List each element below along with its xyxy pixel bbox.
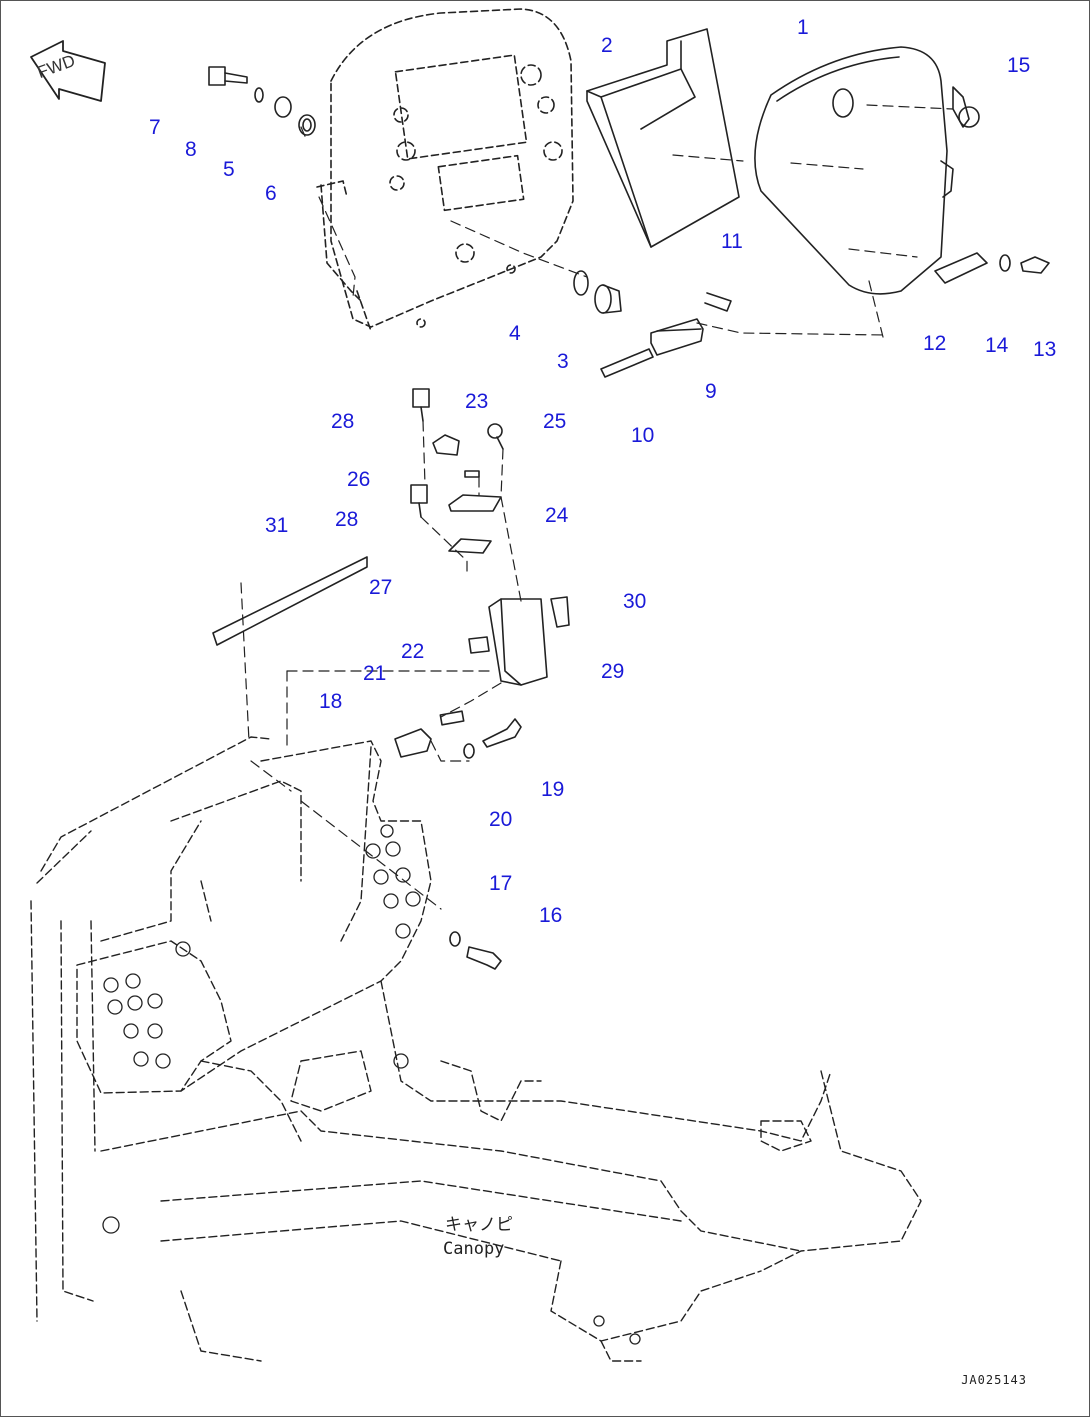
bracket-12 [934,252,988,284]
callout-26: 26 [347,468,371,491]
callout-3: 3 [557,350,569,373]
callout-23: 23 [465,390,489,413]
callout-27: 27 [369,576,393,599]
canopy-frame [30,736,922,1362]
bolt-28b [410,484,428,518]
callout-31: 31 [265,514,289,537]
console-panel [316,8,574,332]
hardware-washer-4 [573,270,589,296]
callout-18: 18 [319,690,343,713]
callout-30: 30 [623,590,647,613]
callout-17: 17 [489,872,513,895]
callout-1: 1 [797,16,809,39]
bolt-28a [412,388,430,422]
foam-pad [586,28,740,248]
clip-11 [704,292,732,312]
bolt-16 [466,946,502,970]
box-29 [488,598,548,686]
hardware-washer-8 [254,87,264,103]
hardware-ring-6 [298,114,316,136]
callout-8: 8 [185,138,197,161]
callout-15: 15 [1007,54,1031,77]
switch-18 [394,728,432,758]
label-22 [468,636,490,654]
knob [952,86,980,128]
hardware-bolt-7 [208,66,248,86]
callout-19: 19 [541,778,565,801]
alignment-lines-middle [240,420,522,910]
cover [754,46,954,295]
bolt-25 [487,423,504,450]
callout-14: 14 [985,334,1009,357]
callout-11: 11 [721,230,743,253]
canopy-label-en: Canopy [443,1239,505,1259]
washer-17 [449,931,461,947]
plate-27 [448,538,492,554]
washer-20 [463,743,475,759]
bolt-13 [1020,256,1050,274]
washer-14 [999,254,1011,272]
callout-24: 24 [545,504,569,527]
callout-16: 16 [539,904,563,927]
hardware-collar-3 [594,284,622,314]
hinge-9 [650,318,704,356]
alignment-lines-upper [300,104,954,338]
canopy-label-jp: キャノピ [445,1215,513,1235]
callout-13: 13 [1033,338,1057,361]
forward-arrow-icon [30,40,106,102]
callout-20: 20 [489,808,513,831]
callout-21: 21 [363,662,387,685]
bolt-19 [482,718,522,748]
callout-2: 2 [601,34,613,57]
callout-28b: 28 [335,508,359,531]
callout-22: 22 [401,640,425,663]
strip-31 [212,556,368,646]
callout-6: 6 [265,182,277,205]
label-30 [550,596,570,628]
callout-25: 25 [543,410,567,433]
clip-21 [439,710,465,726]
callout-4: 4 [509,322,521,345]
canopy-holes [102,824,641,1345]
callout-29: 29 [601,660,625,683]
drawing-id: JA025143 [961,1373,1027,1387]
callout-28a: 28 [331,410,355,433]
pin-10 [600,348,654,378]
callout-12: 12 [923,332,947,355]
hardware-washer-5 [274,96,292,118]
callout-5: 5 [223,158,235,181]
callout-7: 7 [149,116,161,139]
callout-10: 10 [631,424,655,447]
callout-9: 9 [705,380,717,403]
bracket-26 [432,434,460,456]
plate-24 [448,494,502,512]
pad-23 [464,470,480,478]
